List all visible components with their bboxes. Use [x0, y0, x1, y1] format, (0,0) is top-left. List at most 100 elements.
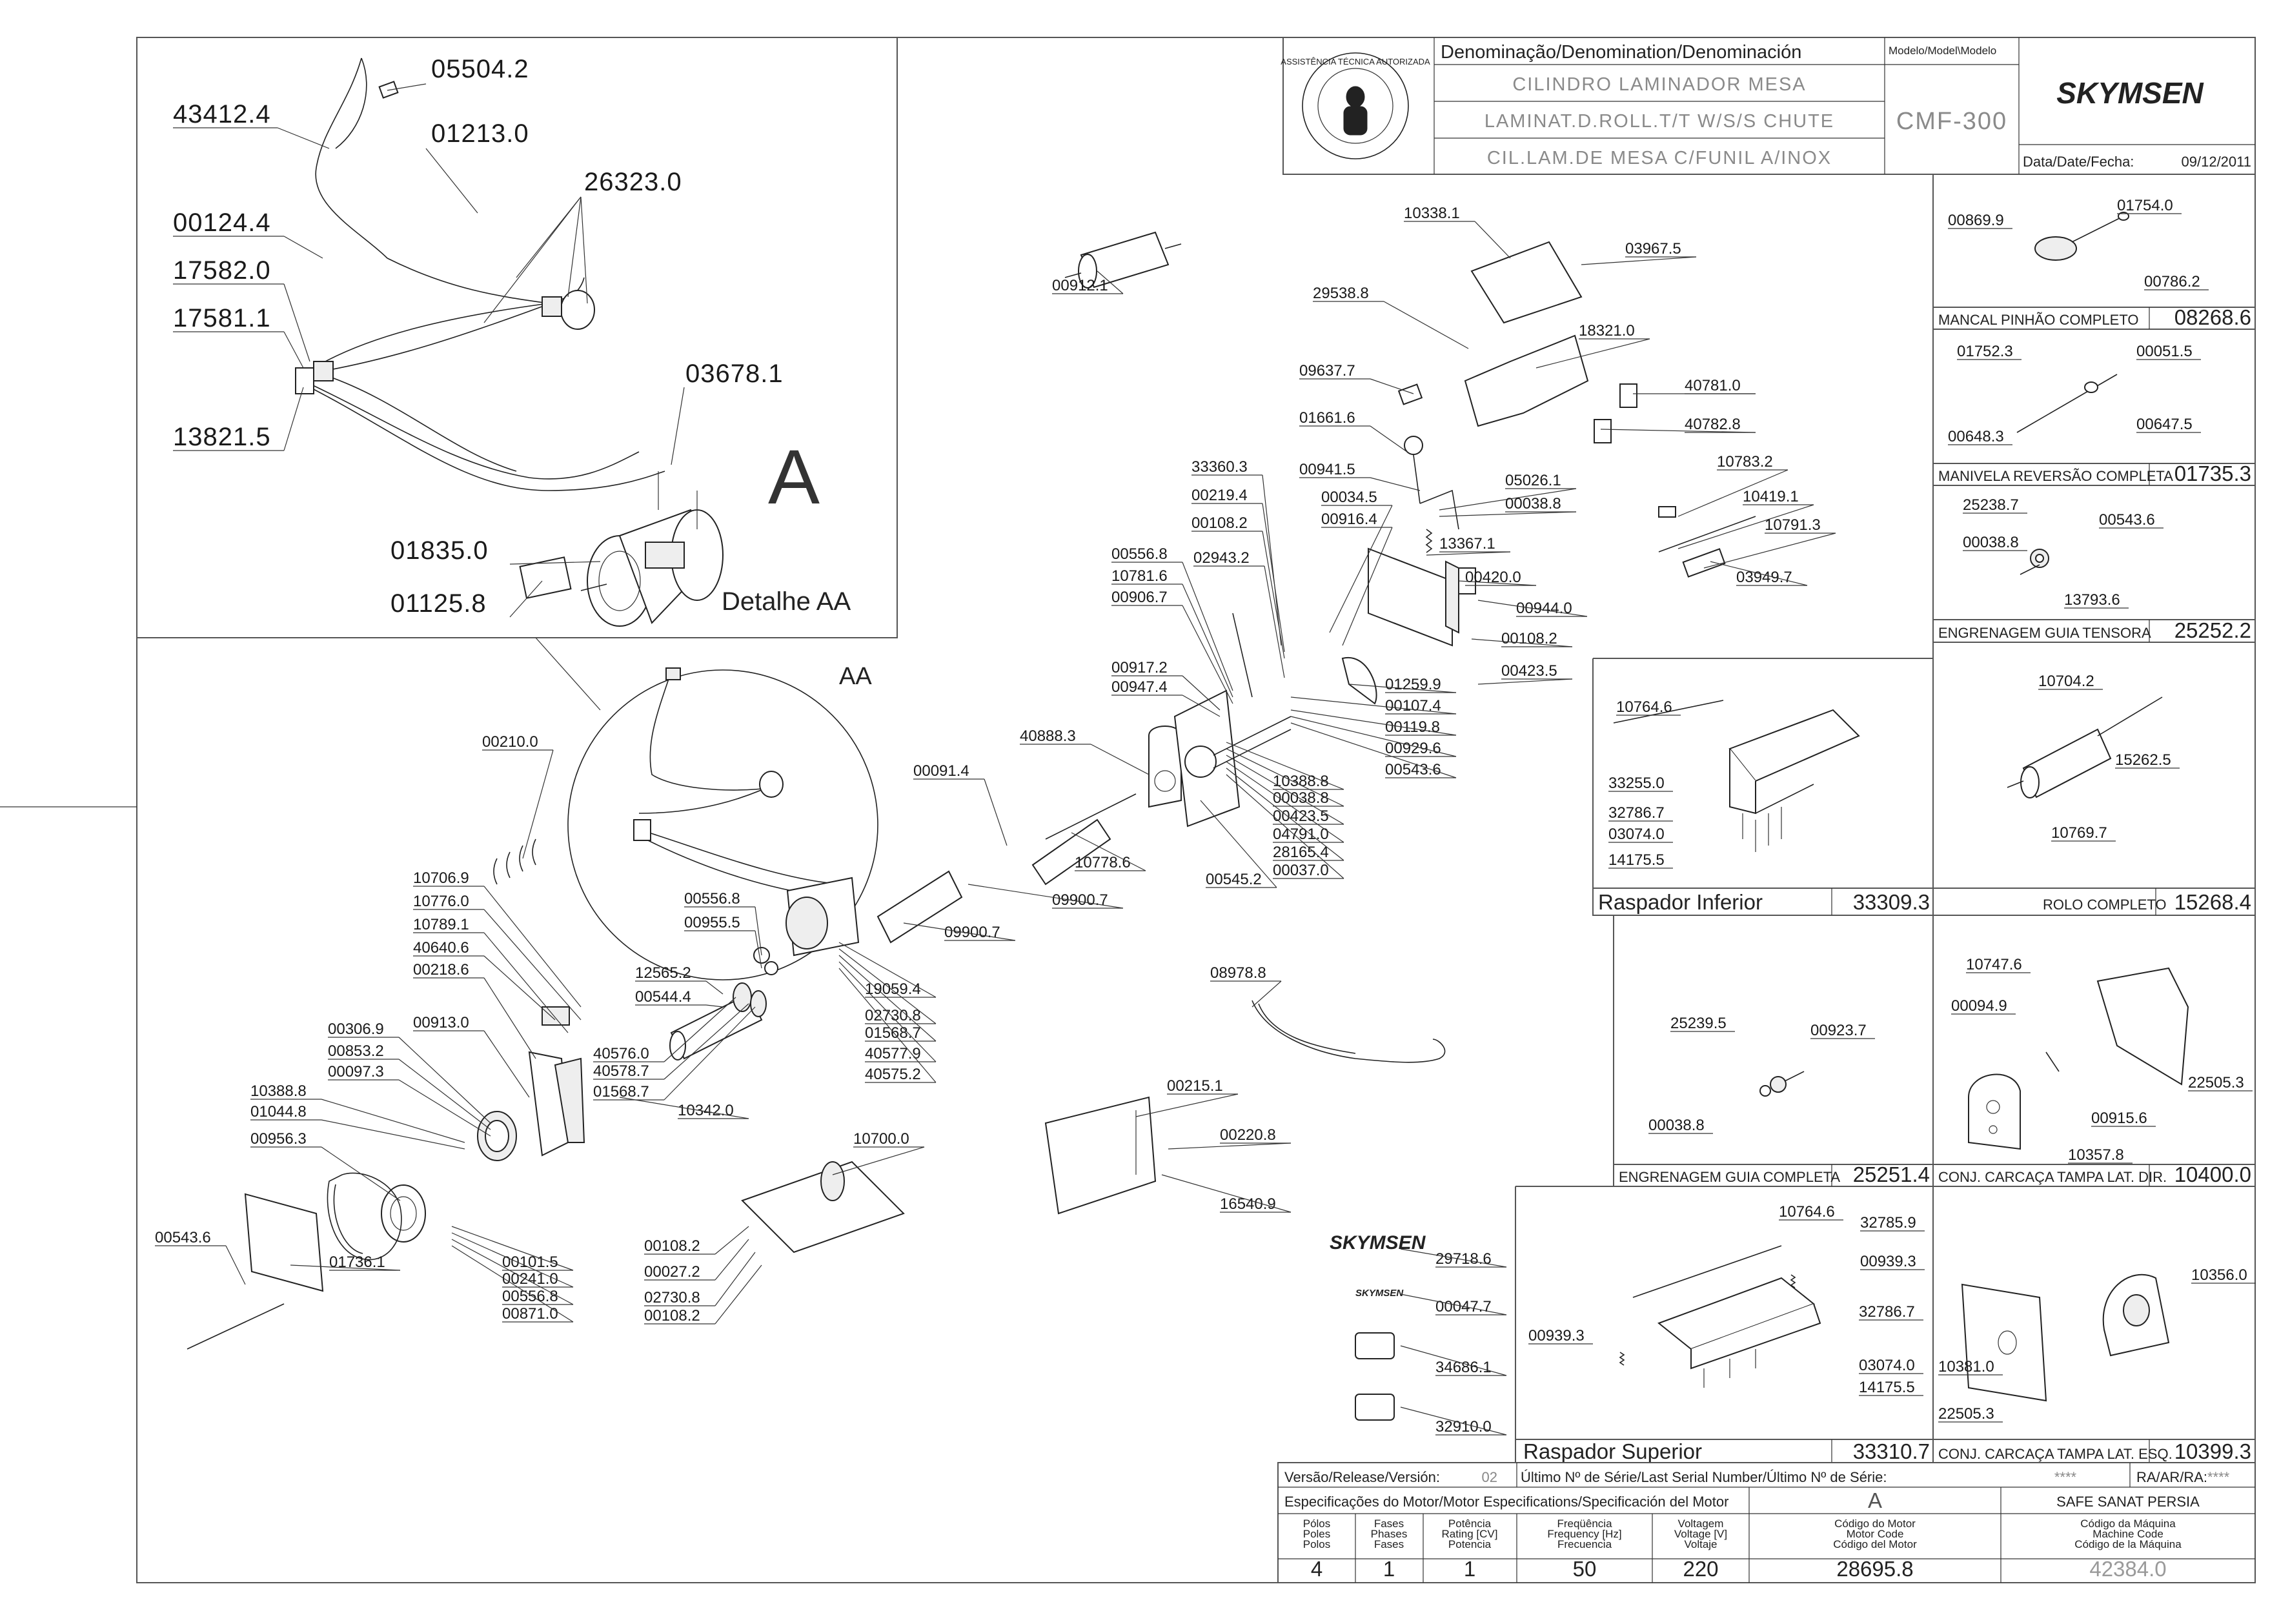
- leader-line: [1677, 504, 1814, 549]
- mancal-drawing: [2034, 212, 2129, 261]
- callout-40781-0: 40781.0: [1685, 377, 1741, 394]
- leader-line: [1703, 533, 1836, 569]
- leader-line: [483, 977, 536, 1059]
- callout-13367-1: 13367.1: [1439, 535, 1495, 553]
- serial-value: ****: [2054, 1469, 2077, 1485]
- leader-line: [1426, 551, 1511, 556]
- callout-00306-9: 00306.9: [328, 1020, 384, 1038]
- callout-02730-8: 02730.8: [644, 1289, 700, 1306]
- callout-18321-0: 18321.0: [1579, 322, 1635, 340]
- panel-part-00038-8: 00038.8: [1648, 1117, 1705, 1134]
- panel-part-13793-6: 13793.6: [2064, 591, 2120, 609]
- leader-line: [1182, 605, 1233, 704]
- callout-01835-0: 01835.0: [390, 536, 489, 565]
- callout-00853-2: 00853.2: [328, 1042, 384, 1060]
- leader-line: [1182, 584, 1233, 698]
- panel-part-15262-5: 15262.5: [2115, 751, 2171, 769]
- panel-part-01752-3: 01752.3: [1957, 343, 2013, 360]
- spec-header-5-0: Código do Motor: [1834, 1517, 1916, 1530]
- callout-00037-0: 00037.0: [1273, 862, 1329, 879]
- leader-line: [1226, 774, 1344, 879]
- version-value: 02: [1482, 1469, 1497, 1485]
- leader-line: [968, 884, 1124, 909]
- callout-10419-1: 10419.1: [1743, 488, 1799, 505]
- ra-value: ****: [2207, 1469, 2230, 1485]
- callout-03967-5: 03967.5: [1625, 240, 1681, 258]
- panel-part-00939-3: 00939.3: [1860, 1253, 1916, 1270]
- leader-line: [321, 1146, 401, 1201]
- panel-code-15268-4: 15268.4: [2174, 890, 2251, 914]
- panel-part-00869-9: 00869.9: [1948, 212, 2004, 229]
- spec-value-5: 28695.8: [1836, 1557, 1913, 1581]
- spec-header-2-1: Rating [CV]: [1442, 1528, 1498, 1540]
- leader-line: [483, 909, 582, 1020]
- panel-code-10400-0: 10400.0: [2174, 1162, 2251, 1186]
- spec-header-1-2: Fases: [1374, 1538, 1404, 1550]
- leader-line: [1182, 695, 1221, 717]
- leader-line: [838, 955, 937, 1042]
- leader-line: [755, 906, 762, 956]
- callout-33360-3: 33360.3: [1191, 458, 1248, 476]
- callout-40578-7: 40578.7: [593, 1062, 649, 1080]
- callout-00944-0: 00944.0: [1516, 600, 1572, 617]
- sticker-34686-1: [1355, 1332, 1395, 1359]
- panel-caption-7: Raspador Superior: [1523, 1439, 1702, 1463]
- leader-line: [838, 968, 937, 1083]
- leader-line: [838, 948, 937, 1024]
- serial-label: Último Nº de Série/Last Serial Number/Úl…: [1521, 1469, 1887, 1485]
- column-a: A: [1868, 1488, 1882, 1512]
- leader-line: [1262, 503, 1285, 653]
- spec-value-4: 220: [1683, 1557, 1718, 1581]
- spec-header-4-0: Voltagem: [1678, 1517, 1724, 1530]
- spec-header-0-0: Pólos: [1303, 1517, 1331, 1530]
- leader-line: [1182, 675, 1221, 711]
- callout-10789-1: 10789.1: [413, 916, 469, 933]
- leader-line: [1161, 1174, 1292, 1213]
- panel-part-00094-9: 00094.9: [1951, 997, 2007, 1015]
- callout-00124-4: 00124.4: [173, 208, 271, 237]
- spec-header-6-2: Código de la Máquina: [2074, 1538, 2182, 1550]
- leader-line: [1071, 832, 1146, 871]
- leader-line: [1477, 678, 1573, 685]
- callout-34686-1: 34686.1: [1435, 1359, 1492, 1376]
- leader-line: [1090, 744, 1150, 775]
- leader-line: [398, 1037, 491, 1124]
- callout-09637-7: 09637.7: [1299, 362, 1355, 380]
- callout-10706-9: 10706.9: [413, 869, 469, 887]
- callout-01661-6: 01661.6: [1299, 409, 1355, 427]
- callout-00108-2: 00108.2: [644, 1307, 700, 1325]
- section-marker-a: A: [768, 434, 820, 520]
- leader-line: [1226, 761, 1344, 843]
- detail-aa-drawing: A Detalhe AA 05504.2 43412.4 01213.0 263…: [173, 55, 851, 627]
- leader-line: [398, 1059, 491, 1130]
- panel-part-14175-5: 14175.5: [1608, 851, 1665, 869]
- motor-detail: [519, 471, 724, 627]
- leader-line: [1600, 429, 1756, 433]
- main-assembly: SKYMSEN SKYMSEN: [187, 231, 1756, 1421]
- callout-10776-0: 10776.0: [413, 893, 469, 910]
- panel-caption-6: CONJ. CARCAÇA TAMPA LAT. DIR.: [1938, 1169, 2167, 1185]
- leader-line: [1710, 561, 1808, 586]
- spec-header-2-2: Potencia: [1448, 1538, 1492, 1550]
- spec-header-3-2: Frecuencia: [1557, 1538, 1612, 1550]
- leader-line: [1262, 531, 1285, 659]
- leader-line: [1439, 511, 1577, 517]
- leader-line: [522, 749, 554, 859]
- panel-part-03074-0: 03074.0: [1608, 826, 1665, 843]
- callout-01044-8: 01044.8: [250, 1103, 307, 1121]
- drawing-border: [136, 37, 2256, 1583]
- callout-17581-1: 17581.1: [173, 304, 271, 332]
- denomination-header: Denominação/Denomination/Denominación: [1441, 42, 1801, 63]
- panel-part-00647-5: 00647.5: [2136, 416, 2193, 433]
- spec-value-1: 1: [1383, 1557, 1395, 1581]
- callout-12565-2: 12565.2: [635, 964, 691, 982]
- callout-00038-8: 00038.8: [1505, 495, 1561, 513]
- leader-line: [1226, 748, 1344, 807]
- spec-header-1-1: Phases: [1371, 1528, 1408, 1540]
- panel-part-25239-5: 25239.5: [1670, 1015, 1727, 1032]
- callout-16540-9: 16540.9: [1220, 1195, 1276, 1213]
- raspador-inferior-drawing: [1613, 700, 1860, 852]
- leader-line: [1251, 980, 1282, 1008]
- callout-10781-6: 10781.6: [1111, 567, 1168, 585]
